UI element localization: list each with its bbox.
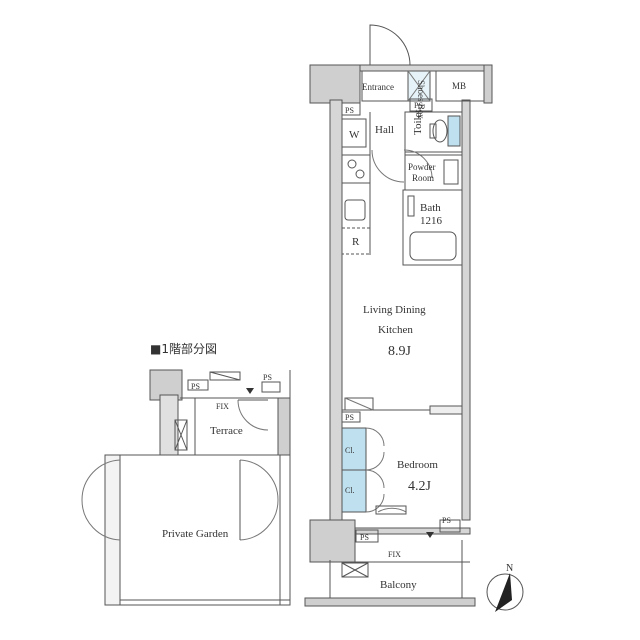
floor1-ps-box-right — [261, 381, 281, 393]
sink — [344, 199, 366, 221]
floor1-down-arrow-icon — [246, 388, 254, 394]
ps-label-bottom-left: PS — [360, 533, 369, 542]
mb-room — [435, 70, 485, 102]
shoes-box-label: Shoes Box — [416, 80, 426, 119]
balcony-label: Balcony — [380, 579, 417, 591]
bedroom-size-label: 4.2J — [408, 479, 432, 494]
terrace-label: Terrace — [210, 425, 243, 437]
ps-label-bedroom: PS — [345, 413, 354, 422]
washer-space — [341, 118, 367, 148]
refrigerator-label: R — [352, 236, 360, 248]
hall-label: Hall — [375, 124, 394, 136]
ps-label-bottom-right: PS — [442, 516, 451, 525]
wall-top-left — [309, 64, 361, 104]
ldk-size-label: 8.9J — [388, 344, 412, 359]
bath-label: Bath — [420, 202, 441, 214]
north-label: N — [506, 563, 513, 574]
bedroom-label: Bedroom — [397, 459, 438, 471]
mb-label: MB — [452, 81, 466, 91]
entrance-door-swing — [369, 24, 411, 66]
powder-room-label-2: Room — [412, 173, 434, 183]
floor1-ps-box-left — [187, 379, 209, 391]
closet-label-1: Cl. — [345, 446, 355, 455]
down-arrow-icon — [426, 532, 434, 538]
ps-box-bedroom — [341, 411, 361, 423]
floor1-title: ■1階部分図 — [150, 341, 217, 356]
washer-label: W — [349, 129, 360, 141]
wall-top — [359, 64, 485, 72]
ps-box-bottom-right — [439, 519, 461, 533]
floor1-ps-label-right: PS — [263, 373, 272, 382]
toilet-room — [404, 111, 463, 153]
wall-right — [461, 99, 471, 521]
toilet-storage — [447, 115, 461, 147]
toilet-bowl — [432, 119, 448, 143]
ps-box-top-right — [409, 98, 433, 112]
wall-bottom-left — [309, 519, 356, 563]
floor1-ps-label-left: PS — [191, 382, 200, 391]
north-arrow: N — [486, 563, 524, 612]
closet-label-2: Cl. — [345, 486, 355, 495]
powder-room-label-1: Powder — [408, 162, 436, 172]
wall-left — [329, 99, 343, 521]
fix-label: FIX — [388, 550, 401, 559]
wall-bottom — [354, 527, 471, 535]
ps-label-top-left: PS — [345, 106, 354, 115]
bathtub — [409, 231, 457, 261]
ldk-label-2: Kitchen — [378, 324, 413, 336]
bath-size-label: 1216 — [420, 215, 443, 227]
ps-box-bottom-left — [355, 529, 379, 543]
north-arrow-icon — [495, 573, 512, 612]
main-unit — [304, 24, 493, 607]
entrance-label: Entrance — [362, 82, 394, 92]
compass-circle — [486, 573, 524, 611]
private-garden-label: Private Garden — [162, 528, 229, 540]
floor1-plan — [81, 369, 291, 606]
bath-room — [402, 189, 463, 266]
floor1-fix-label: FIX — [216, 402, 229, 411]
wall-top-right — [483, 64, 493, 104]
toilet-label: Toilet — [412, 109, 424, 135]
stove — [341, 154, 371, 184]
balcony-unit — [341, 562, 369, 578]
ps-label-top-right: PS — [414, 101, 423, 110]
ps-box-top-left — [341, 102, 361, 116]
balcony-rail — [304, 597, 476, 607]
ldk-label-1: Living Dining — [363, 304, 426, 316]
